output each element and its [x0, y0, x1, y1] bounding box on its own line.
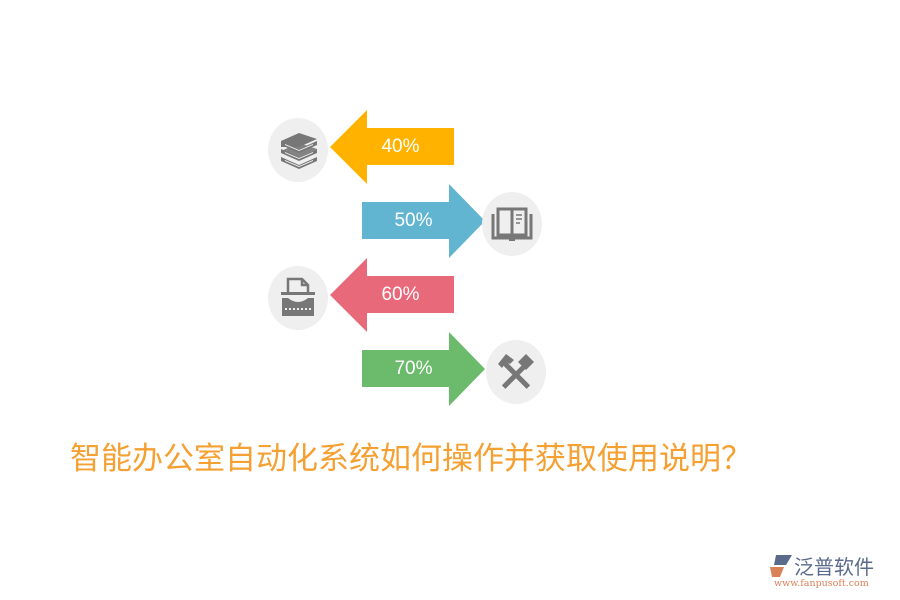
arrow-right-green — [362, 332, 485, 406]
arrow-label-50: 50% — [394, 210, 433, 231]
fanpu-logo-icon — [770, 555, 792, 577]
open-book-icon — [491, 207, 533, 241]
books-stack-icon — [281, 133, 317, 169]
hammers-circle — [486, 340, 546, 404]
logo-name: 泛普软件 — [794, 555, 874, 579]
typewriter-icon — [281, 277, 315, 316]
crossed-hammers-icon — [498, 354, 534, 389]
arrow-label-40: 40% — [381, 136, 420, 157]
typewriter-circle — [268, 266, 328, 330]
open-book-circle — [482, 192, 542, 256]
fanpu-logo: 泛普软件 www.fanpusoft.com — [768, 553, 893, 593]
arrow-right-blue — [362, 184, 485, 258]
arrow-left-pink — [330, 258, 454, 332]
logo-url: www.fanpusoft.com — [774, 578, 869, 589]
arrow-label-70: 70% — [394, 358, 433, 379]
arrow-label-60: 60% — [381, 284, 420, 305]
arrow-left-orange — [330, 110, 454, 184]
page-title: 智能办公室自动化系统如何操作并获取使用说明？ — [70, 441, 752, 477]
books-circle — [268, 118, 328, 182]
